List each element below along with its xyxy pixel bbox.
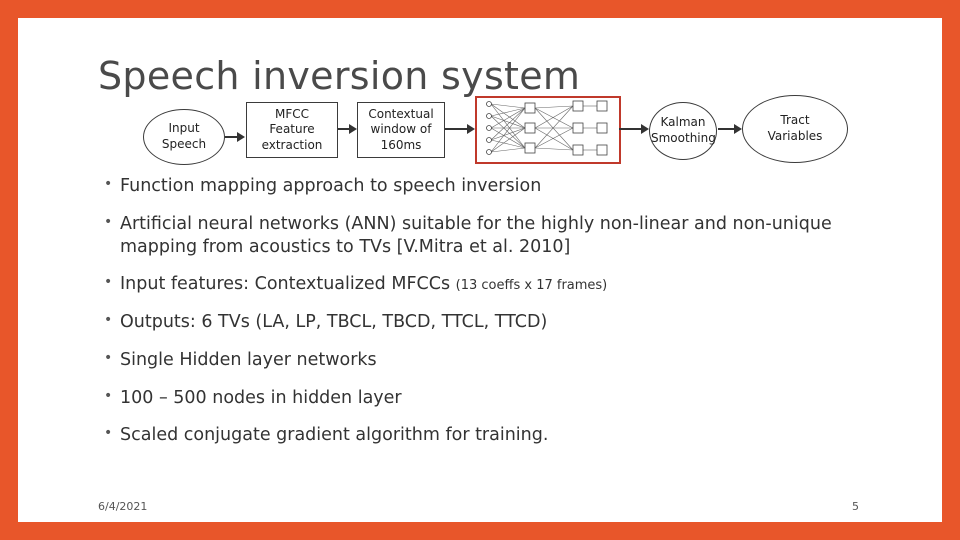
bullet-item: Outputs: 6 TVs (LA, LP, TBCL, TBCD, TTCL… [104, 311, 924, 334]
arrow-1 [225, 132, 245, 142]
bullet-text: Single Hidden layer networks [120, 349, 377, 370]
context-label: Contextual window of 160ms [368, 106, 434, 152]
tract-variables-label: Tract Variables [767, 113, 823, 143]
bullet-text: Input features: Contextualized MFCCs [120, 274, 451, 295]
bullet-text: Artificial neural networks (ANN) suitabl… [120, 213, 832, 257]
mfcc-node: MFCC Feature extraction [246, 102, 338, 158]
nn-connections [490, 103, 597, 153]
bullet-text: Scaled conjugate gradient algorithm for … [120, 425, 549, 446]
bullet-item: Input features: Contextualized MFCCs (13… [104, 273, 924, 296]
bullet-item: Function mapping approach to speech inve… [104, 175, 924, 198]
bullet-item: Artificial neural networks (ANN) suitabl… [104, 213, 840, 259]
bullet-small-note: (13 coeffs x 17 frames) [455, 278, 608, 294]
slide-title: Speech inversion system [98, 54, 581, 98]
arrow-3 [445, 124, 475, 134]
bullet-item: 100 – 500 nodes in hidden layer [104, 387, 924, 410]
bullet-item: Single Hidden layer networks [104, 349, 924, 372]
nn-nodes [486, 100, 608, 156]
bullet-text: Outputs: 6 TVs (LA, LP, TBCL, TBCD, TTCL… [120, 312, 548, 332]
bullet-text: Function mapping approach to speech inve… [120, 176, 542, 196]
mfcc-label: MFCC Feature extraction [261, 106, 323, 152]
kalman-label: Kalman Smoothing [651, 115, 716, 145]
bullet-text: 100 – 500 nodes in hidden layer [120, 387, 402, 408]
bullet-list: Function mapping approach to speech inve… [104, 175, 924, 462]
arrow-4 [619, 124, 649, 134]
footer-date: 6/4/2021 [98, 500, 148, 513]
kalman-node: Kalman Smoothing [649, 102, 717, 160]
input-speech-label: Input Speech [161, 121, 207, 151]
arrow-2 [338, 124, 357, 134]
tract-variables-node: Tract Variables [742, 95, 848, 163]
page-number: 5 [852, 500, 859, 513]
neural-network-diagram [475, 96, 621, 164]
context-node: Contextual window of 160ms [357, 102, 445, 158]
bullet-item: Scaled conjugate gradient algorithm for … [104, 424, 924, 447]
slide: Speech inversion system Input Speech MFC… [18, 18, 942, 522]
input-speech-node: Input Speech [143, 109, 225, 165]
neural-network-graphic [486, 100, 608, 156]
arrow-5 [718, 124, 742, 134]
